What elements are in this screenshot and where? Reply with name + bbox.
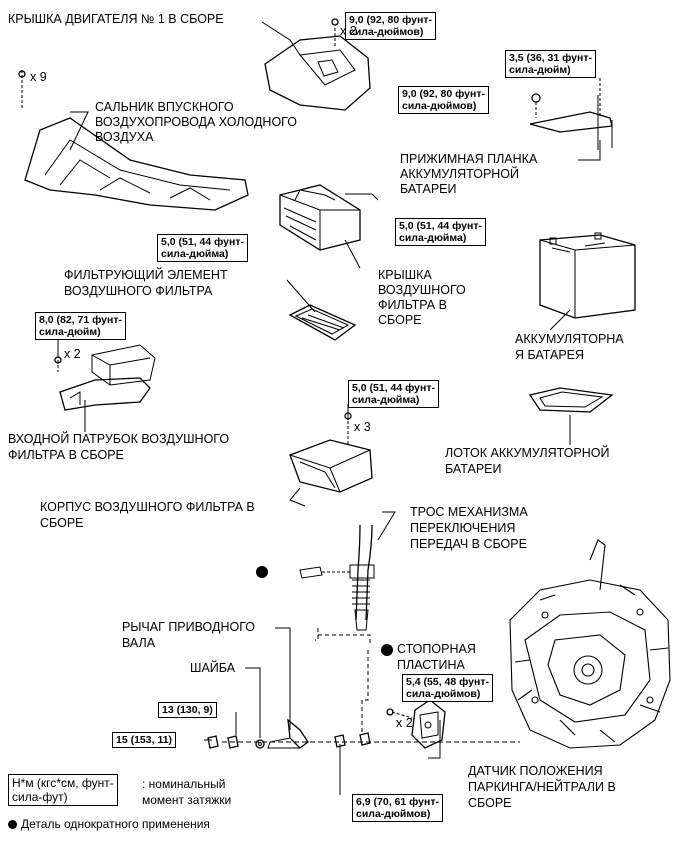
legend-unit-box: Н*м (кгс*см, фунт- сила-фут) [8, 774, 118, 806]
qty-engine-cover: x 2 [340, 24, 357, 38]
label-filter-case-line2: СБОРЕ [40, 516, 84, 530]
transaxle-part [509, 539, 671, 749]
legend-desc-line2: момент затяжки [142, 793, 232, 807]
label-shift-cable-line1: ТРОС МЕХАНИЗМА [410, 505, 528, 519]
qty-filter-case: x 3 [354, 420, 371, 434]
label-lever-line1: РЫЧАГ ПРИВОДНОГО [122, 620, 255, 634]
leader-sensor [428, 720, 441, 759]
qty-inlet: x 2 [64, 347, 81, 361]
leader-washer [245, 667, 261, 738]
label-filter-case-line1: КОРПУС ВОЗДУШНОГО ФИЛЬТРА В [40, 500, 255, 514]
label-inlet-line1: ВХОДНОЙ ПАТРУБОК ВОЗДУШНОГО [8, 432, 230, 446]
nut-part-3 [334, 734, 346, 748]
label-intake-seal-line2: ВОЗДУХОПРОВОДА ХОЛОДНОГО [95, 115, 297, 129]
leader-filter-element [286, 279, 316, 313]
leader-intake-seal [69, 111, 89, 151]
battery-tray-part [528, 387, 614, 413]
battery-part [539, 234, 636, 319]
single-use-dot-icon [256, 566, 268, 578]
torque-box-nut-15: 15 (153, 11) [112, 732, 177, 748]
leader-shift-cable [377, 511, 396, 541]
label-sensor-line3: СБОРЕ [468, 796, 512, 810]
label-filter-cover-line2: ВОЗДУШНОГО [378, 283, 466, 297]
label-lock-plate-line2: ПЛАСТИНА [397, 658, 465, 672]
label-battery-clamp-line3: БАТАРЕИ [400, 182, 457, 196]
label-intake-seal-line1: САЛЬНИК ВПУСКНОГО [95, 100, 234, 114]
battery-clamp-part [529, 111, 613, 133]
torque-box-filter-case: 5,0 (51, 44 фунт-сила-дюйма) [348, 380, 439, 408]
label-washer: ШАЙБА [190, 661, 236, 675]
leader-engine-cover [261, 21, 301, 56]
label-lever-line2: ВАЛА [122, 636, 156, 650]
label-sensor-line2: ПАРКИНГА/НЕЙТРАЛИ В [468, 780, 616, 794]
label-shift-cable-line2: ПЕРЕКЛЮЧЕНИЯ [410, 521, 516, 535]
torque-box-engine-cover: 9,0 (92, 80 фунт-сила-дюймов) [345, 12, 436, 40]
label-battery-clamp-line2: АККУМУЛЯТОРНОЙ [400, 167, 520, 181]
leader-battery [549, 309, 571, 331]
inlet-part [59, 377, 151, 411]
intake-seal-part [24, 117, 249, 211]
label-shift-cable-line3: ПЕРЕДАЧ В СБОРЕ [410, 537, 527, 551]
label-inlet-line2: ФИЛЬТРА В СБОРЕ [8, 448, 124, 462]
label-battery-line1: АККУМУЛЯТОРНА [515, 332, 624, 346]
label-battery-tray-line2: БАТАРЕИ [445, 462, 502, 476]
label-battery-clamp-line1: ПРИЖИМНАЯ ПЛАНКА [400, 152, 538, 166]
label-sensor-line1: ДАТЧИК ПОЛОЖЕНИЯ [468, 764, 603, 778]
filter-element-part [288, 304, 357, 341]
label-intake-seal-line3: ВОЗДУХА [95, 130, 154, 144]
label-battery-line2: Я БАТАРЕЯ [515, 348, 585, 362]
label-filter-element-line2: ВОЗДУШНОГО ФИЛЬТРА [64, 284, 213, 298]
legend-single-use: Деталь однократного применения [21, 817, 210, 831]
label-battery-tray-line1: ЛОТОК АККУМУЛЯТОРНОЙ [445, 446, 610, 460]
shift-cable-part [355, 524, 361, 621]
leader-battery-clamp [578, 140, 601, 161]
torque-box-nut-13: 13 (130, 9) [158, 702, 217, 718]
air-filter-cover-part [279, 184, 361, 251]
single-use-dot-icon [381, 644, 393, 656]
label-filter-cover-line1: КРЫШКА [378, 268, 432, 282]
leader-filter-case [289, 487, 306, 507]
torque-box-clamp-upper: 3,5 (36, 31 фунт-сила-дюйм) [505, 50, 596, 78]
lock-plate-part [359, 732, 371, 746]
qty-sensor: x 2 [396, 716, 413, 730]
label-filter-element-line1: ФИЛЬТРУЮЩИЙ ЭЛЕМЕНТ [64, 268, 228, 282]
nut-part-1 [227, 735, 239, 749]
torque-box-filter-cover-right: 5,0 (51, 44 фунт-сила-дюйма) [395, 218, 486, 246]
air-filter-case-part [289, 439, 373, 493]
washer-part [255, 739, 265, 749]
torque-box-filter-cover-left: 5,0 (51, 44 фунт-сила-дюйма) [157, 234, 248, 262]
torque-box-lever-nut: 6,9 (70, 61 фунт-сила-дюймов) [352, 794, 443, 822]
legend-desc-line1: : номинальный [142, 777, 226, 791]
torque-box-clamp-bolt: 9,0 (92, 80 фунт-сила-дюймов) [398, 86, 489, 114]
torque-box-sensor: 5,4 (55, 48 фунт-сила-дюймов) [402, 674, 493, 702]
engine-cover-part [264, 35, 371, 111]
label-lock-plate-line1: СТОПОРНАЯ [397, 642, 476, 656]
single-use-legend-icon [8, 820, 17, 829]
nut-part-2 [207, 735, 219, 749]
label-engine-cover: КРЫШКА ДВИГАТЕЛЯ № 1 В СБОРЕ [8, 12, 224, 26]
qty-intake-seal: x 9 [30, 70, 47, 84]
torque-box-inlet: 8,0 (82, 71 фунт-сила-дюйм) [35, 312, 126, 340]
label-filter-cover-line4: СБОРЕ [378, 313, 422, 327]
leader-filter-cover [344, 239, 361, 269]
leader-lever [275, 627, 291, 730]
drive-shaft-lever-part [287, 718, 309, 749]
label-filter-cover-line3: ФИЛЬТРА В [378, 298, 447, 312]
